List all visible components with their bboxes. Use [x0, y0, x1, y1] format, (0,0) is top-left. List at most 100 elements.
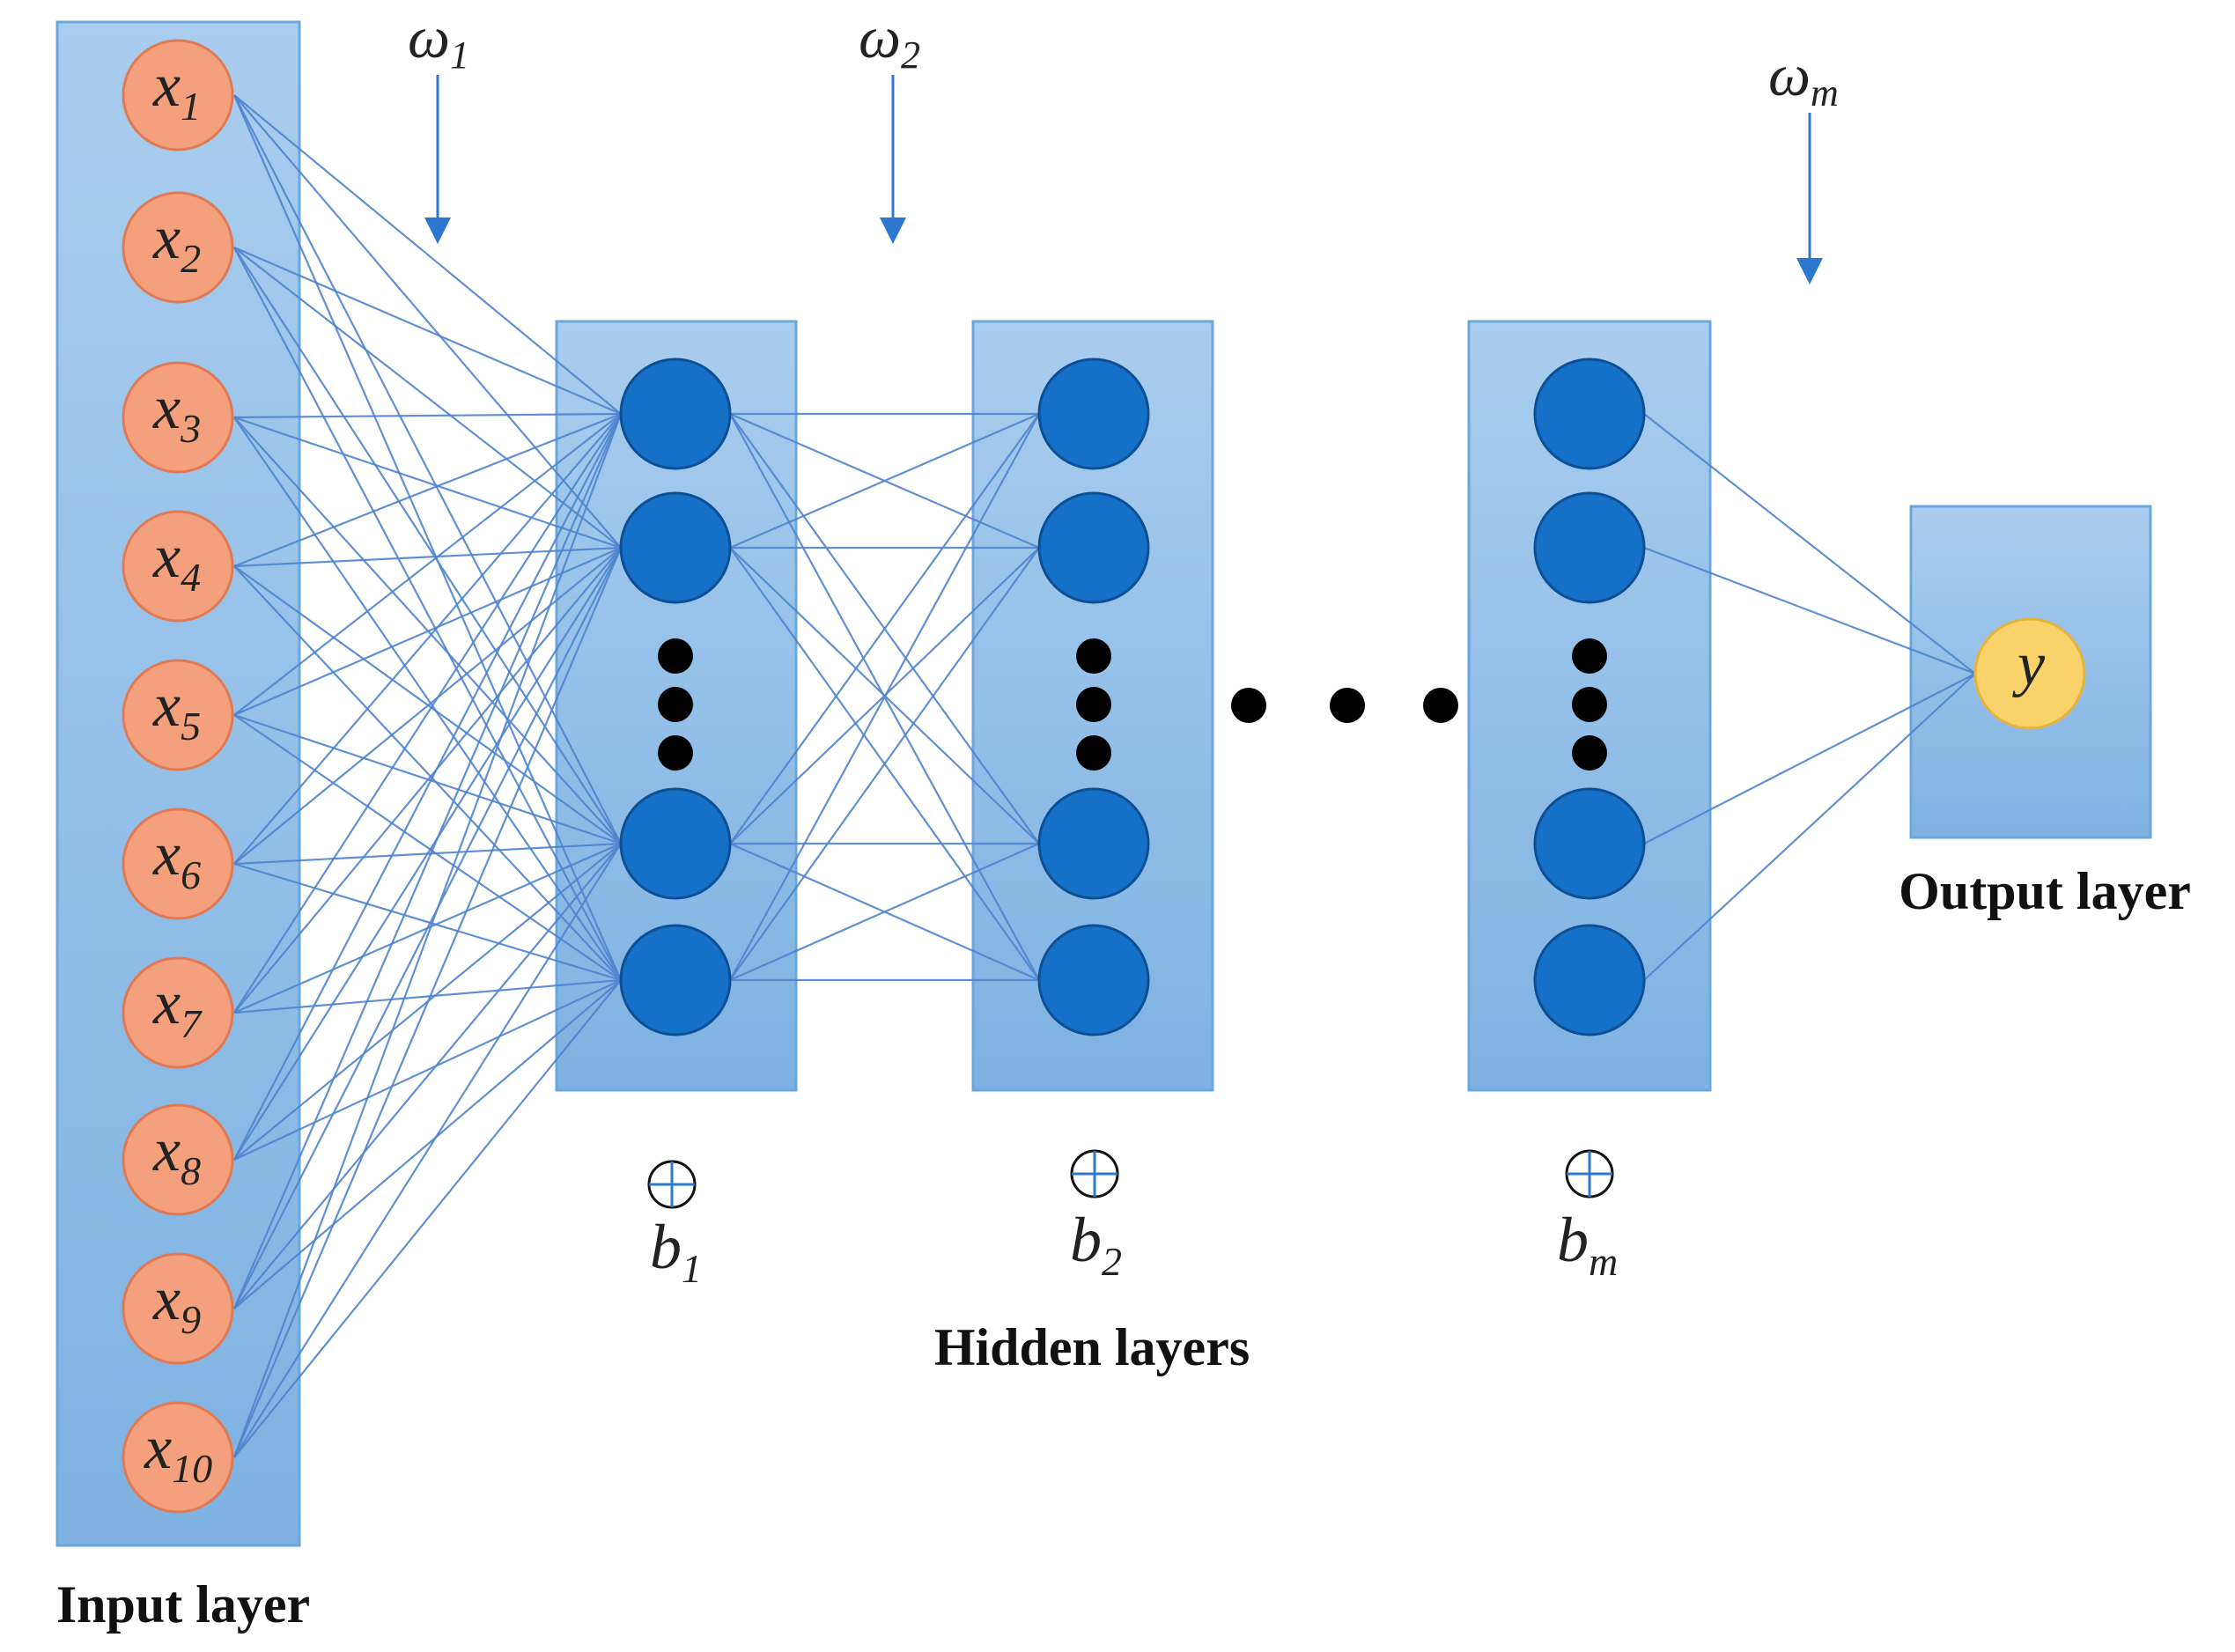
layer-panels: [55, 20, 2152, 1547]
input-node-label: x2: [152, 204, 201, 281]
input-node: x5: [122, 659, 234, 771]
hidden-node: [619, 358, 732, 470]
hidden-node: [619, 924, 732, 1036]
input-node-circle: [122, 1103, 234, 1216]
input-node: x7: [122, 956, 234, 1069]
input-node-circle: [122, 191, 234, 304]
input-node: x8: [122, 1103, 234, 1216]
connection-line: [233, 547, 622, 1014]
connection-line: [233, 94, 622, 415]
input-node: x2: [122, 191, 234, 304]
hidden-layer-ellipsis: [658, 638, 1607, 771]
ellipsis-dot: [1423, 688, 1458, 723]
connection-line: [233, 979, 622, 1309]
bias-label-1: b1: [650, 1212, 702, 1291]
input-node-label: x4: [152, 523, 201, 600]
bias-m: bm: [1557, 1149, 1618, 1284]
input-node-circle: [122, 361, 234, 474]
hidden-node: [1037, 358, 1150, 470]
input-node-label: x9: [152, 1265, 201, 1342]
input-node-label: x3: [152, 374, 201, 451]
input-node-circle: [122, 808, 234, 920]
output-node-label: y: [2012, 631, 2046, 698]
connection-line: [233, 412, 622, 419]
connection-line: [729, 412, 1040, 549]
weight-label-m: ωm: [1768, 41, 1839, 114]
bias-symbols: b1 b2 bm: [647, 1149, 1618, 1291]
connection-line: [233, 94, 622, 549]
connection-line: [233, 94, 622, 844]
bias-1: b1: [647, 1160, 702, 1291]
ellipsis-dot: [1572, 735, 1607, 771]
connection-line: [1643, 673, 1976, 844]
input-node-circle: [122, 659, 234, 771]
connection-line: [233, 547, 622, 1161]
input-node-label: x5: [152, 672, 201, 749]
connection-line: [233, 416, 622, 549]
input-node: x3: [122, 361, 234, 474]
connection-line: [232, 413, 623, 1309]
hidden-node: [1533, 491, 1646, 604]
hidden-layers-caption: Hidden layers: [934, 1318, 1250, 1376]
connection-line: [233, 412, 622, 568]
ellipsis-dot: [1572, 638, 1607, 674]
connection-line: [233, 247, 622, 981]
hidden-node: [619, 491, 732, 604]
bias-label-2: b2: [1070, 1205, 1122, 1284]
connection-line: [233, 413, 622, 716]
connection-line: [233, 413, 622, 865]
input-node-circle: [122, 510, 234, 623]
connection-line: [1643, 673, 1976, 981]
hidden-node: [619, 787, 732, 900]
ellipsis-dot: [1330, 688, 1365, 723]
connection-line: [1643, 546, 1976, 675]
input-node-circle: [122, 39, 234, 151]
connection-line: [233, 413, 622, 1161]
connection-line: [233, 978, 622, 1014]
input-node-label: x7: [152, 970, 203, 1046]
connection-line: [232, 94, 623, 981]
weight-labels: ω1 ω2 ωm: [408, 4, 1839, 284]
bias-2: b2: [1070, 1149, 1122, 1284]
input-node: x6: [122, 808, 234, 920]
connection-line: [233, 546, 622, 717]
input-node-label: x8: [152, 1117, 201, 1193]
input-node-circle: [122, 1252, 234, 1365]
input-layer-caption: Input layer: [56, 1575, 310, 1634]
input-node: x10: [122, 1401, 234, 1514]
connection-line: [233, 546, 622, 568]
ellipsis-dot: [658, 735, 693, 771]
connection-line: [232, 547, 623, 1458]
weight-label-2: ω2: [859, 4, 920, 77]
connection-line: [729, 413, 1040, 844]
hidden-node: [1037, 924, 1150, 1036]
connection-line: [233, 547, 622, 865]
connection-line: [729, 842, 1040, 982]
ellipsis-dot: [658, 687, 693, 722]
ellipsis-dot: [658, 638, 693, 674]
input-node: x9: [122, 1252, 234, 1365]
weight-label-1: ω1: [408, 4, 469, 77]
hidden-node: [1533, 787, 1646, 900]
connection-line: [233, 247, 622, 549]
connection-line: [729, 413, 1040, 981]
ellipsis-dot: [1076, 638, 1111, 674]
connection-line: [233, 565, 622, 981]
ellipsis-dot: [1572, 687, 1607, 722]
input-node-label: x10: [144, 1414, 212, 1491]
hidden-node: [1037, 787, 1150, 900]
input-node-label: x6: [152, 821, 201, 897]
connection-line: [233, 547, 622, 1309]
connection-line: [233, 413, 622, 1014]
input-node-circle: [122, 1401, 234, 1514]
input-node: x4: [122, 510, 234, 623]
ellipsis-dot: [1076, 687, 1111, 722]
connection-line: [1643, 413, 1976, 675]
ellipsis-dot: [1076, 735, 1111, 771]
output-node: y: [1973, 617, 2086, 730]
connection-line: [233, 843, 622, 1309]
connection-line: [233, 843, 622, 1458]
connection-line: [233, 417, 622, 981]
